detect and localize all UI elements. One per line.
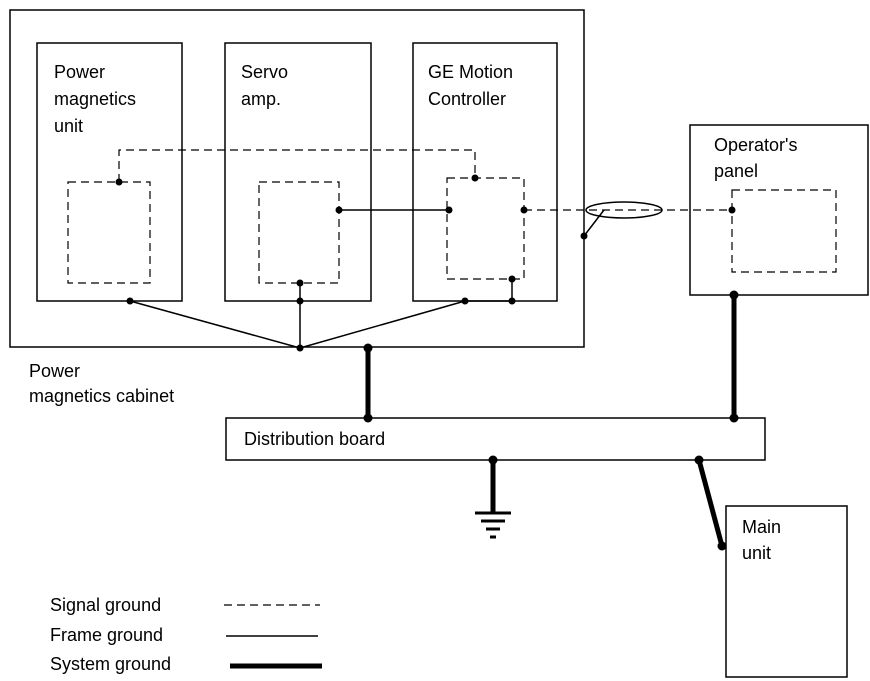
legend: Signal ground Frame ground System ground bbox=[50, 595, 322, 674]
junction-dot bbox=[729, 290, 739, 300]
junction-dot bbox=[363, 343, 373, 353]
label-servo-amp: Servo amp. bbox=[241, 62, 293, 109]
frame-controller-to-node bbox=[299, 300, 466, 349]
servo-inner-circuit bbox=[258, 181, 340, 284]
operator-inner-circuit bbox=[731, 189, 837, 273]
junction-dot bbox=[363, 413, 373, 423]
signal-ground-pmu-controller bbox=[118, 149, 476, 182]
junction-dot bbox=[335, 206, 343, 214]
junction-dot bbox=[728, 206, 736, 214]
junction-dot bbox=[296, 297, 304, 305]
main-unit-box bbox=[725, 505, 848, 678]
controller-inner-circuit bbox=[446, 177, 525, 280]
legend-system-label: System ground bbox=[50, 654, 171, 674]
junction-dot bbox=[296, 279, 304, 287]
power-magnetics-unit-box bbox=[36, 42, 183, 302]
junction-dot bbox=[580, 232, 588, 240]
junction-dot bbox=[508, 297, 516, 305]
junction-dot bbox=[445, 206, 453, 214]
cable-shield bbox=[585, 201, 663, 219]
power-magnetics-cabinet-box bbox=[9, 9, 585, 348]
junction-dot bbox=[461, 297, 469, 305]
label-controller: GE Motion Controller bbox=[428, 62, 518, 109]
junction-dot bbox=[520, 206, 528, 214]
operators-panel-box bbox=[689, 124, 869, 296]
label-distribution-board: Distribution board bbox=[244, 429, 385, 449]
legend-signal-label: Signal ground bbox=[50, 595, 161, 615]
legend-frame-label: Frame ground bbox=[50, 625, 163, 645]
earth-ground-icon bbox=[475, 511, 511, 539]
junction-dot bbox=[488, 455, 498, 465]
system-board-to-main bbox=[696, 459, 725, 547]
pmu-inner-circuit bbox=[67, 181, 151, 284]
junction-dot bbox=[115, 178, 123, 186]
shield-ground-lead bbox=[583, 209, 605, 237]
junction-dot bbox=[694, 455, 704, 465]
junction-dot bbox=[296, 344, 304, 352]
frame-pmu-to-node bbox=[129, 300, 301, 349]
label-power-magnetics-cabinet: Power magnetics cabinet bbox=[29, 361, 174, 406]
junction-dot bbox=[717, 541, 727, 551]
label-main-unit: Main unit bbox=[742, 517, 786, 563]
label-operators-panel: Operator's panel bbox=[714, 135, 803, 181]
junction-dot bbox=[471, 174, 479, 182]
junction-dot bbox=[729, 413, 739, 423]
junction-dot bbox=[126, 297, 134, 305]
label-power-magnetics-unit: Power magnetics unit bbox=[54, 62, 141, 136]
junction-dot bbox=[508, 275, 516, 283]
